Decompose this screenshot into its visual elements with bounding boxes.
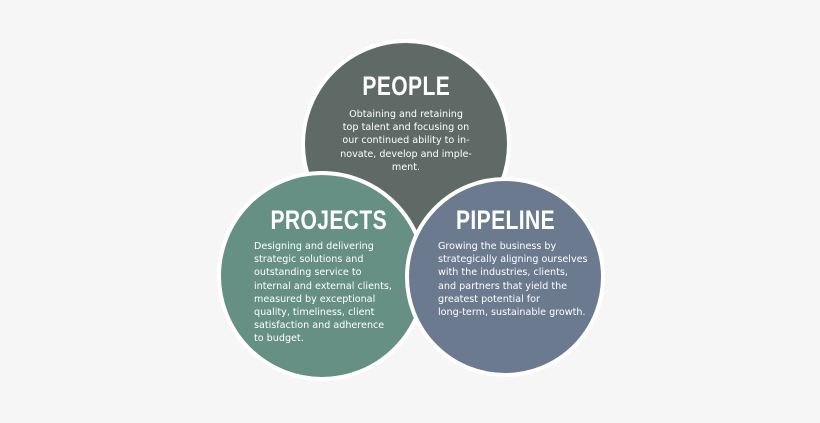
people-title: PEOPLE xyxy=(362,71,450,101)
pipeline-section: PIPELINE Growing the business by strateg… xyxy=(438,205,598,319)
projects-description: Designing and delivering strategic solut… xyxy=(254,241,392,345)
pipeline-circle xyxy=(405,177,605,377)
projects-title: PROJECTS xyxy=(270,205,388,235)
pipeline-description: Growing the business by strategically al… xyxy=(438,241,588,319)
people-description: Obtaining and retaining top talent and f… xyxy=(340,109,472,173)
pipeline-title: PIPELINE xyxy=(455,205,556,235)
projects-section: PROJECTS Designing and delivering strate… xyxy=(254,205,404,346)
people-section: PEOPLE Obtaining and retaining top talen… xyxy=(316,71,496,174)
